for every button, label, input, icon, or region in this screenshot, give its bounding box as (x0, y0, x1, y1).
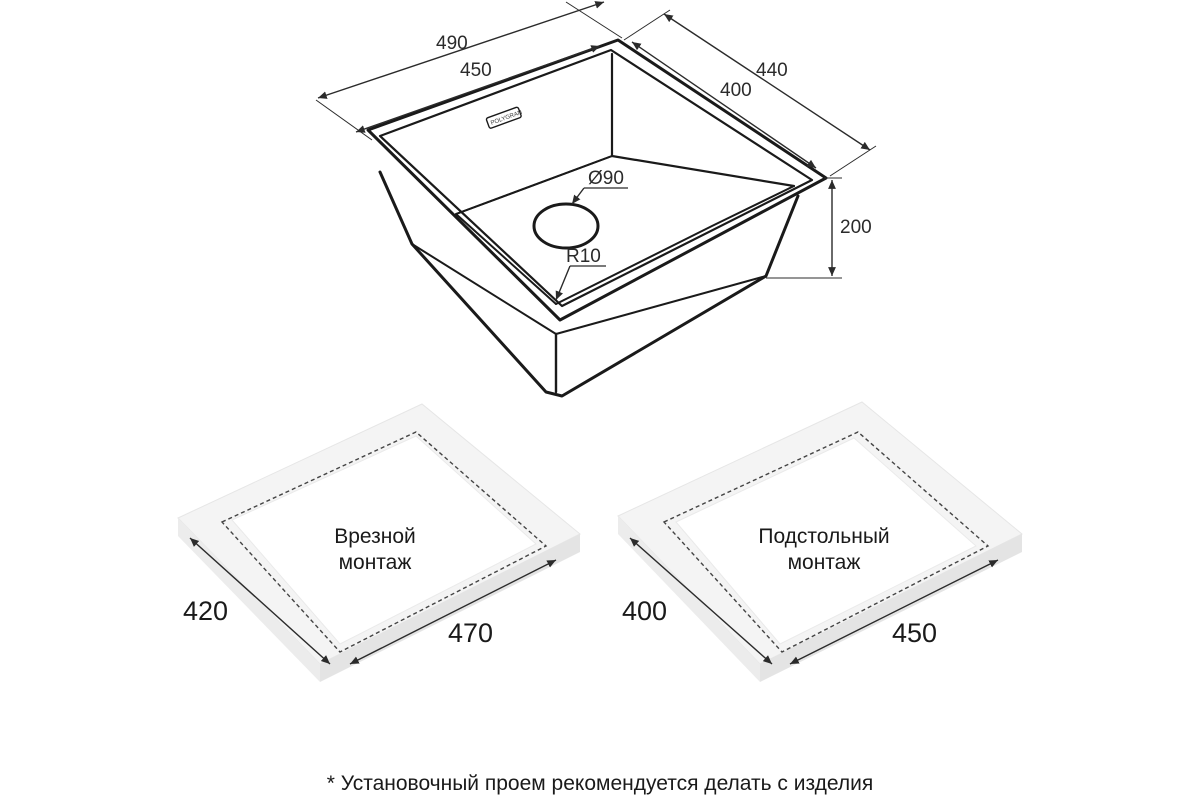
brand-plate: POLYGRAN (485, 106, 523, 129)
cutout-side-dim: 400 (622, 596, 667, 626)
cutout-label-line1: Врезной (334, 525, 416, 548)
dim-label-440: 440 (756, 60, 788, 81)
drain-hole (532, 202, 600, 250)
cutout-front-dim: 450 (892, 618, 937, 648)
cutout-label-line1: Подстольный (758, 525, 889, 548)
sink-dimension-labels: 490 450 440 400 200 Ø90 R10 (436, 33, 872, 267)
cutout-label-line2: монтаж (339, 551, 412, 574)
sink-drawing: POLYGRAN (366, 38, 828, 398)
sink-outer-body (378, 170, 800, 398)
cutout-undermount: Подстольный монтаж 400 450 (617, 401, 1023, 682)
dim-label-450: 450 (460, 60, 492, 81)
dim-label-radius: R10 (566, 246, 601, 267)
dim-line-front (789, 559, 999, 665)
cutout-side-dim: 420 (183, 596, 228, 626)
dim-line-front (349, 559, 557, 665)
sink-dimensions (315, 1, 877, 301)
dim-label-490: 490 (436, 33, 468, 54)
dim-line-side (629, 537, 773, 665)
dim-label-400: 400 (720, 80, 752, 101)
cutout-overmount: Врезной монтаж 420 470 (177, 403, 581, 682)
dim-line-side (189, 537, 331, 665)
cutout-label-line2: монтаж (788, 551, 861, 574)
sink-bowl-floor-back (455, 155, 613, 215)
cut-line (220, 431, 548, 653)
footnote: * Установочный проем рекомендуется делат… (326, 772, 874, 795)
dim-line-450 (355, 45, 601, 133)
sink-bowl-floor-right (555, 185, 795, 305)
dim-line-440 (663, 13, 871, 151)
dim-label-drain: Ø90 (588, 168, 624, 189)
sink-front-edge-2 (411, 243, 767, 335)
cut-line (662, 431, 990, 653)
dim-label-200: 200 (840, 217, 872, 238)
cutout-front-dim: 470 (448, 618, 493, 648)
dim-line-400 (631, 41, 817, 169)
